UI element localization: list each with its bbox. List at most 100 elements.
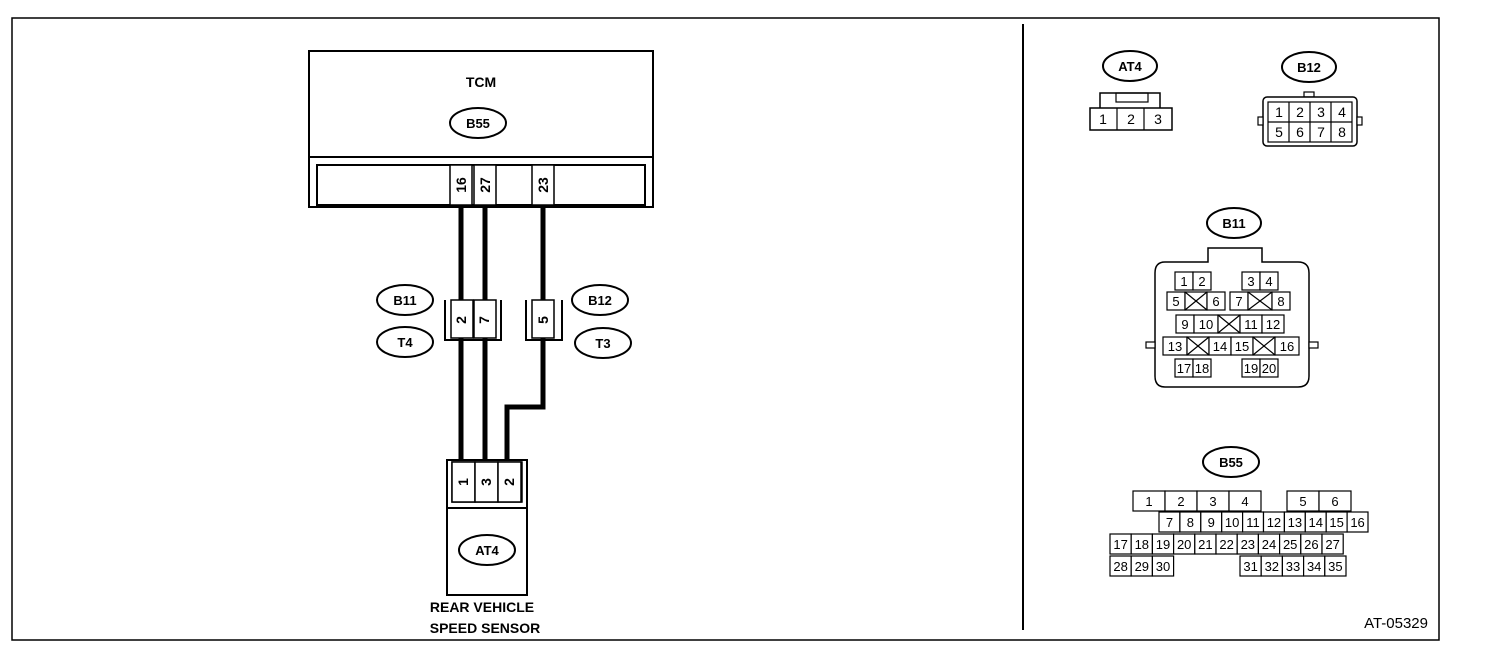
junction-pin-label: 2: [453, 316, 469, 324]
connector-view-pin: 7: [1235, 294, 1242, 309]
sensor-label-line1: REAR VEHICLE: [430, 599, 534, 615]
tcm-pin-label: 23: [535, 177, 551, 193]
connector-badge-label: T4: [397, 335, 413, 350]
connector-view-pin: 19: [1244, 361, 1258, 376]
connector-view-pin: 4: [1265, 274, 1272, 289]
blank-cavity-cross: [1252, 336, 1276, 356]
sensor-pin-box: [497, 461, 522, 503]
connector-view-pin: 6: [1212, 294, 1219, 309]
pin-cell: [1324, 555, 1347, 577]
connector-view-label: B12: [1297, 60, 1321, 75]
connector-view-pin: 19: [1156, 537, 1170, 552]
connector-badge-label: B11: [393, 293, 416, 308]
connector-view-pin: 1: [1275, 104, 1283, 120]
blank-cavity-cross: [1186, 336, 1210, 356]
connector-badge: [574, 327, 632, 359]
connector-view-pin: 27: [1325, 537, 1339, 552]
connector-view-pin: 29: [1135, 559, 1149, 574]
connector-view-pin: 1: [1145, 494, 1152, 509]
rear-vehicle-speed-sensor: 1 3 2 AT4 REAR VEHICLE SPEED SENSOR: [430, 459, 540, 636]
connector-view-pin: 33: [1286, 559, 1300, 574]
connector-view-pin: 4: [1241, 494, 1248, 509]
connector-view-pin: 14: [1213, 339, 1227, 354]
connector-view-pin: 14: [1309, 515, 1323, 530]
tcm-pin-label: 27: [477, 177, 493, 193]
connector-view-pin: 8: [1338, 124, 1346, 140]
blank-cavity-cross: [1184, 291, 1208, 311]
connector-view-pin: 31: [1243, 559, 1257, 574]
connector-view-b12: B12 1 2 3 4 5 6 7 8: [1257, 51, 1363, 147]
connector-view-pin: 7: [1317, 124, 1325, 140]
connector-view-pin: 18: [1195, 361, 1209, 376]
sensor-pin-label: 1: [455, 478, 471, 486]
pin-cell: [1228, 490, 1262, 512]
pin-cell: [1346, 511, 1369, 533]
connector-view-pin: 16: [1280, 339, 1294, 354]
connector-view-pin: 26: [1304, 537, 1318, 552]
connector-view-label: B11: [1222, 216, 1245, 231]
blank-cavity-cross: [1247, 291, 1273, 311]
connector-view-pin: 21: [1198, 537, 1212, 552]
connector-view-pin: 23: [1241, 537, 1255, 552]
blank-cavity-cross: [1217, 314, 1241, 334]
pin-cell: [1192, 358, 1212, 378]
connector-view-pin: 3: [1154, 111, 1162, 127]
figure-id: AT-05329: [1364, 615, 1428, 632]
connector-view-pin: 2: [1198, 274, 1205, 289]
connector-view-pin: 7: [1166, 515, 1173, 530]
connector-view-pin: 5: [1172, 294, 1179, 309]
junction-pin-box: [473, 299, 497, 339]
connector-view-pin: 22: [1219, 537, 1233, 552]
connector-view-label: B55: [1219, 455, 1243, 470]
junction-b12-t3: 5 B12 T3: [525, 284, 632, 359]
connector-view-badge: [1102, 50, 1158, 82]
connector-view-pin: 11: [1246, 515, 1260, 530]
connector-view-pin: 1: [1099, 111, 1107, 127]
connector-view-pin: 16: [1350, 515, 1364, 530]
tcm-connector-badge: [449, 107, 507, 139]
connector-view-pin: 11: [1244, 317, 1258, 332]
junction-pin-label: 5: [535, 316, 551, 324]
connector-view-at4: AT4 1 2 3: [1089, 50, 1173, 131]
junction-pin-label: 7: [476, 316, 492, 324]
junction-pin-box: [531, 299, 555, 339]
connector-view-pin: 6: [1331, 494, 1338, 509]
connector-view-pin: 6: [1296, 124, 1304, 140]
connector-view-pin: 30: [1156, 559, 1170, 574]
connector-view-pin: 20: [1262, 361, 1276, 376]
connector-view-pin: 12: [1267, 515, 1281, 530]
connector-view-pin: 12: [1266, 317, 1280, 332]
connector-view-pin: 15: [1329, 515, 1343, 530]
pin-cell: [1321, 533, 1344, 555]
tcm-pin-label: 16: [453, 177, 469, 193]
pin-cell: [1318, 490, 1352, 512]
diagram-frame: [11, 17, 1440, 641]
connector-view-pin: 10: [1199, 317, 1213, 332]
connector-view-pin: 8: [1187, 515, 1194, 530]
connector-view-pin: 8: [1277, 294, 1284, 309]
sensor-pin-label: 3: [478, 478, 494, 486]
pin-cell: [1274, 336, 1300, 356]
connector-view-pin: 3: [1209, 494, 1216, 509]
connector-view-badge: [1202, 446, 1260, 478]
connector-badge: [376, 284, 434, 316]
connector-badge: [571, 284, 629, 316]
pin-cell: [1261, 314, 1285, 334]
connector-badge: [376, 326, 434, 358]
sensor-connector-badge: [458, 534, 516, 566]
connector-badge-label: B12: [588, 293, 612, 308]
connector-view-pin: 17: [1113, 537, 1127, 552]
connector-view-pin: 4: [1338, 104, 1346, 120]
connector-view-pin: 2: [1296, 104, 1304, 120]
tcm-connector-label: B55: [466, 116, 490, 131]
junction-pin-box: [450, 299, 474, 339]
tcm-unit: TCM B55 16 27 23: [308, 50, 654, 208]
connector-view-pin: 24: [1262, 537, 1276, 552]
pin-cell: [1271, 291, 1291, 311]
sensor-connector-label: AT4: [475, 543, 499, 558]
connector-view-pin: 32: [1265, 559, 1279, 574]
